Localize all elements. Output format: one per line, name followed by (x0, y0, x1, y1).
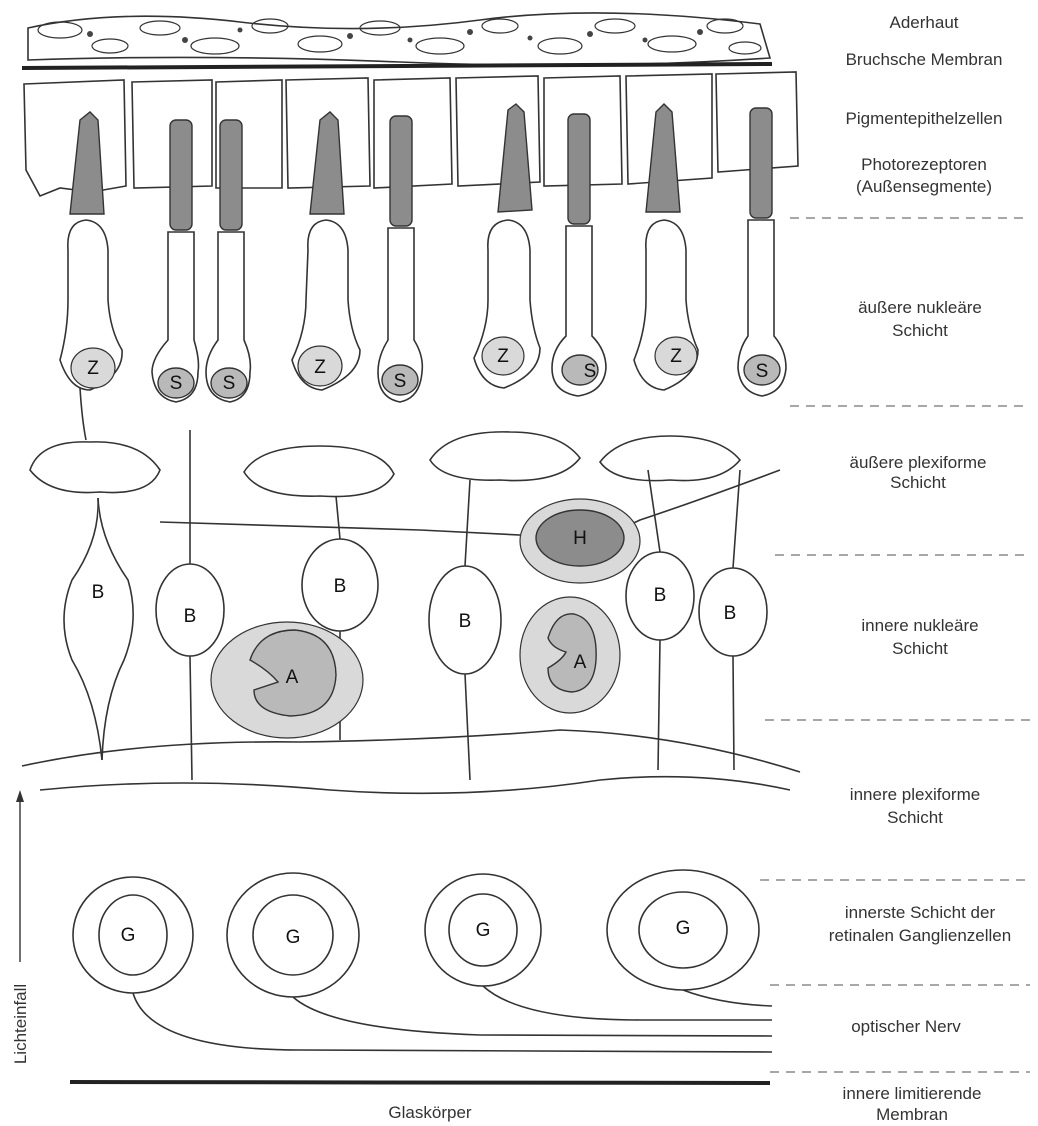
inner-plexiform-process (22, 730, 800, 772)
rod-label: S (584, 361, 597, 382)
horizontal-label: H (573, 528, 587, 549)
layer-label-photorezeptoren: Photorezeptoren (861, 155, 987, 174)
layer-label-aeussere-nuklear: äußere nukleäre (858, 298, 982, 317)
ganglion-label: G (476, 920, 491, 941)
layer-label-aeussere-plexiform: Schicht (890, 473, 946, 492)
layer-label-aderhaut: Aderhaut (890, 13, 959, 32)
layer-label-innere-nuklear: innere nukleäre (861, 616, 978, 635)
cone-label: Z (497, 346, 509, 367)
inner-plexiform-process (40, 777, 790, 794)
amacrine-label: A (574, 652, 587, 673)
bipolar-label: B (654, 585, 667, 606)
rod-label: S (394, 371, 407, 392)
bipolar-cell (64, 498, 133, 760)
layer-label-aeussere-plexiform: äußere plexiforme (849, 453, 986, 472)
bipolar-label: B (724, 603, 737, 624)
amacrine-cells (211, 597, 620, 738)
layer-label-bruch: Bruchsche Membran (846, 50, 1003, 69)
cone-label: Z (314, 357, 326, 378)
bipolar-label: B (184, 606, 197, 627)
vitreous-label: Glaskörper (388, 1103, 471, 1122)
outer-plexiform-synapses (30, 432, 740, 497)
rod-label: S (223, 373, 236, 394)
layer-label-nerv: optischer Nerv (851, 1017, 961, 1036)
layer-label-innere-nuklear: Schicht (892, 639, 948, 658)
ganglion-label: G (286, 927, 301, 948)
layer-labels: Aderhaut Bruchsche Membran Pigmentepithe… (829, 13, 1011, 1124)
amacrine-cell (520, 597, 620, 713)
amacrine-label: A (286, 667, 299, 688)
rod-label: S (756, 361, 769, 382)
bipolar-cell (156, 430, 224, 780)
bipolar-label: B (92, 582, 105, 603)
layer-label-photorezeptoren: (Außensegmente) (856, 177, 992, 196)
optic-nerve-fibers (133, 986, 772, 1052)
ganglion-label: G (121, 925, 136, 946)
cone-label: Z (87, 358, 99, 379)
light-incidence-label: Lichteinfall (11, 984, 30, 1064)
light-incidence-indicator (16, 790, 24, 962)
arrow-up-icon (16, 790, 24, 802)
rod-label: S (170, 373, 183, 394)
ganglion-cells (73, 870, 759, 997)
layer-label-ganglien: retinalen Ganglienzellen (829, 926, 1011, 945)
layer-label-limitierend: innere limitierende (843, 1084, 982, 1103)
ganglion-label: G (676, 918, 691, 939)
bruch-membrane (22, 64, 772, 68)
cone-label: Z (670, 346, 682, 367)
bipolar-cell (626, 470, 694, 770)
bipolar-label: B (334, 576, 347, 597)
layer-label-aeussere-nuklear: Schicht (892, 321, 948, 340)
layer-label-limitierend: Membran (876, 1105, 948, 1124)
layer-label-ganglien: innerste Schicht der (845, 903, 996, 922)
layer-label-pigment: Pigmentepithelzellen (846, 109, 1003, 128)
layer-label-innere-plexiform: innere plexiforme (850, 785, 980, 804)
choroid-band (28, 13, 770, 65)
inner-limiting-membrane (70, 1082, 770, 1083)
bipolar-label: B (459, 611, 472, 632)
layer-label-innere-plexiform: Schicht (887, 808, 943, 827)
